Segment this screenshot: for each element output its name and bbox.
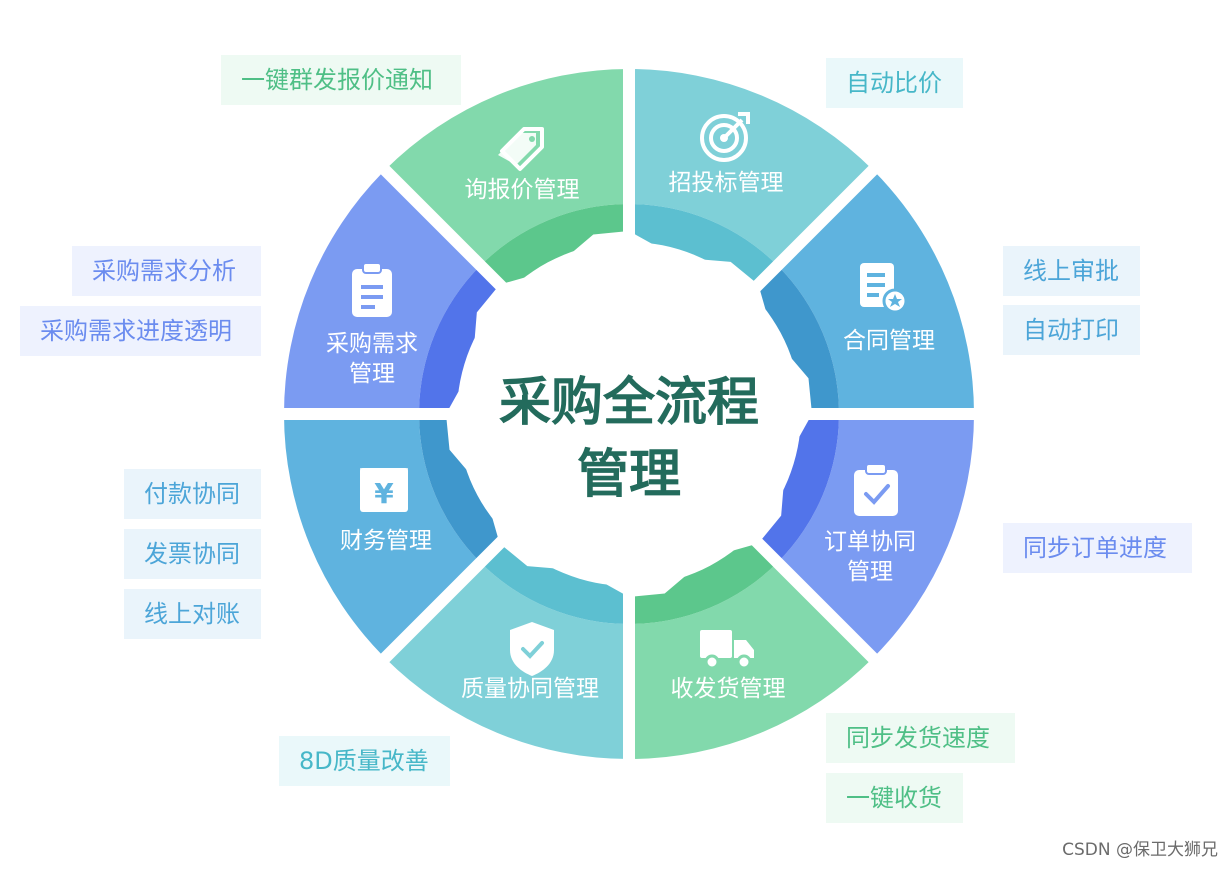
yen-register-icon: ¥ bbox=[360, 468, 408, 512]
segment-label: 财务管理 bbox=[340, 528, 432, 554]
svg-text:¥: ¥ bbox=[374, 477, 394, 510]
center-title-line1: 采购全流程 bbox=[499, 373, 759, 433]
center-title-line2: 管理 bbox=[577, 445, 681, 505]
segment-inner-ring bbox=[629, 534, 778, 624]
tag-payment-collab: 付款协同 bbox=[124, 469, 261, 519]
tag-demand-progress: 采购需求进度透明 bbox=[20, 306, 261, 356]
segment-divider bbox=[741, 526, 881, 666]
tag-demand-analysis: 采购需求分析 bbox=[72, 246, 261, 296]
tag-online-approval: 线上审批 bbox=[1003, 246, 1140, 296]
segment-label: 订单协同 bbox=[824, 529, 916, 555]
segment-label: 管理 bbox=[847, 559, 893, 585]
segment-divider bbox=[741, 162, 881, 302]
tag-auto-price-compare: 自动比价 bbox=[826, 58, 963, 108]
segment-wedge bbox=[777, 414, 974, 658]
segment-label: 合同管理 bbox=[843, 328, 935, 354]
contract-document-icon bbox=[860, 263, 908, 314]
segment-label: 询报价管理 bbox=[465, 177, 580, 203]
clipboard-list-icon bbox=[352, 262, 392, 317]
tag-8d-quality: 8D质量改善 bbox=[279, 736, 450, 786]
segment-label: 收发货管理 bbox=[671, 676, 786, 702]
segment-receiving: 收发货管理 bbox=[629, 534, 873, 759]
segment-wedge bbox=[385, 562, 629, 759]
segment-label: 质量协同管理 bbox=[461, 676, 599, 702]
tag-online-reconcile: 线上对账 bbox=[124, 589, 261, 639]
segment-rfq: 询报价管理 bbox=[385, 69, 629, 294]
segment-wedge bbox=[385, 69, 629, 266]
tag-bulk-quote-notice: 一键群发报价通知 bbox=[221, 55, 461, 105]
tag-sync-shipping-speed: 同步发货速度 bbox=[826, 713, 1015, 763]
watermark: CSDN @保卫大狮兄 bbox=[1062, 840, 1218, 860]
segment-wedge bbox=[284, 414, 481, 658]
center-disc bbox=[457, 242, 801, 586]
segment-contract: 合同管理 bbox=[749, 170, 975, 414]
tag-auto-print: 自动打印 bbox=[1003, 305, 1140, 355]
segment-bidding: 招投标管理 bbox=[629, 69, 873, 294]
segment-inner-ring bbox=[480, 204, 629, 294]
target-icon bbox=[700, 112, 750, 162]
tag-one-click-receive: 一键收货 bbox=[826, 773, 963, 823]
delivery-truck-icon bbox=[700, 630, 754, 670]
tag-sync-order-progress: 同步订单进度 bbox=[1003, 523, 1192, 573]
tag-invoice-collab: 发票协同 bbox=[124, 529, 261, 579]
segment-inner-ring bbox=[749, 265, 839, 414]
segment-finance: ¥ 财务管理 bbox=[284, 414, 509, 658]
segment-wedge bbox=[629, 69, 873, 266]
clipboard-check-icon bbox=[854, 463, 898, 516]
segment-label: 采购需求 bbox=[326, 331, 418, 357]
segment-divider bbox=[377, 526, 517, 666]
segment-inner-ring bbox=[419, 414, 509, 563]
segment-label: 招投标管理 bbox=[669, 170, 784, 196]
shield-check-icon bbox=[510, 622, 554, 676]
segment-divider bbox=[377, 162, 517, 302]
price-tag-icon bbox=[498, 127, 544, 171]
segment-label: 管理 bbox=[349, 361, 395, 387]
